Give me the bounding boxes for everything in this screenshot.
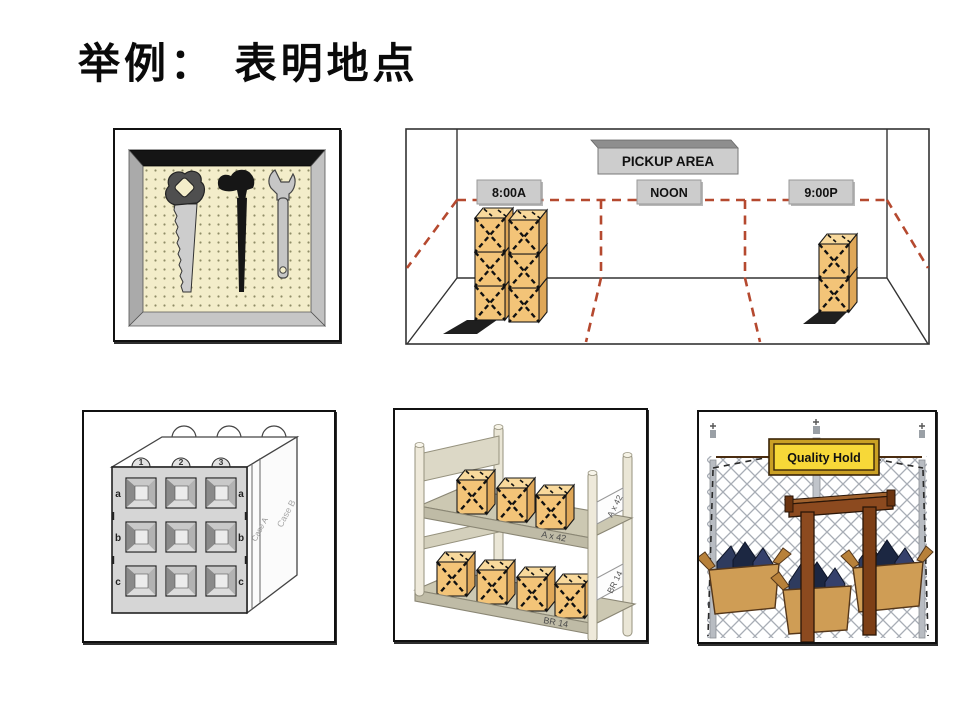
row-label-right: a: [238, 489, 244, 500]
post-cap: [813, 426, 820, 434]
shelf-rack-panel: A x 42 BR 14 A x 42 BR 14: [393, 408, 648, 643]
wrench-icon: [268, 169, 296, 279]
pickup-area-sign-label: PICKUP AREA: [622, 154, 715, 169]
time-placard-noon: NOON: [636, 179, 703, 206]
post-cap: [919, 430, 925, 438]
pegboard-frame-right: [310, 148, 326, 327]
case-top-tabs: [171, 425, 287, 439]
shelf-label-bottom: BR 14: [543, 615, 569, 629]
time-placard-9pm: 9:00P: [788, 179, 855, 206]
page-title: 举例： 表明地点: [78, 39, 419, 88]
shelf-rack: A x 42 BR 14 A x 42 BR 14: [413, 424, 637, 643]
warehouse-room: PICKUP AREA 8:00A NOON 9:00P: [405, 128, 930, 345]
room-walls: [406, 129, 929, 345]
saw-icon: [165, 170, 206, 293]
post-cap: [710, 430, 716, 438]
time-label-9pm: 9:00P: [804, 186, 837, 200]
quality-hold-sign: Quality Hold: [768, 438, 880, 476]
cubby-grid: [125, 477, 237, 597]
pegboard-frame-left: [128, 148, 144, 327]
post-cap-cross: [710, 419, 925, 429]
quality-hold-sign-label: Quality Hold: [787, 451, 861, 465]
row-label-right: b: [238, 533, 244, 544]
crate-shadow: [803, 310, 849, 324]
case-divider-lines: [251, 458, 261, 610]
time-label-noon: NOON: [650, 186, 688, 200]
row-label-left: c: [115, 577, 121, 588]
case-column-tabs: 1 2 3: [131, 457, 231, 468]
crate-stack-9pm: [803, 232, 859, 324]
wooden-frame: [783, 489, 896, 643]
time-label-8am: 8:00A: [492, 186, 526, 200]
post-tag-bottom: BR 14: [596, 563, 625, 601]
crate-stack-8am: [443, 206, 549, 334]
parts-carton-center: [770, 561, 852, 635]
row-label-left: b: [115, 533, 121, 544]
pickup-area-sign: PICKUP AREA: [590, 139, 739, 175]
shelf-bottom: BR 14: [413, 550, 637, 636]
row-label-left: a: [115, 489, 121, 500]
hammer-icon: [217, 169, 255, 292]
row-label-right: c: [238, 577, 244, 588]
shelf-label-top: A x 42: [541, 529, 567, 543]
crate-shadow: [443, 320, 497, 334]
quality-hold-panel: Quality Hold: [696, 410, 937, 644]
pickup-area-panel: PICKUP AREA 8:00A NOON 9:00P: [405, 128, 930, 345]
tool-pegboard: [128, 148, 326, 327]
row-labels: a b c a b c: [115, 489, 244, 588]
time-placard-8am: 8:00A: [476, 179, 543, 206]
quality-cage: Quality Hold: [696, 419, 934, 643]
parts-carton-left: [696, 541, 792, 615]
column-tab-label: 1: [139, 457, 144, 467]
pegboard-frame-bottom: [128, 311, 326, 327]
case-bin: Case A Case B 1 2 3 a b c a: [109, 425, 300, 615]
column-tab-label: 2: [179, 457, 184, 467]
case-edge-ticks: [111, 512, 248, 564]
pegboard-frame-top: [128, 149, 326, 167]
tool-pegboard-panel: [113, 128, 341, 342]
column-tab-label: 3: [219, 457, 224, 467]
case-side-face: [246, 435, 298, 615]
case-bin-panel: Case A Case B 1 2 3 a b c a: [82, 410, 336, 643]
